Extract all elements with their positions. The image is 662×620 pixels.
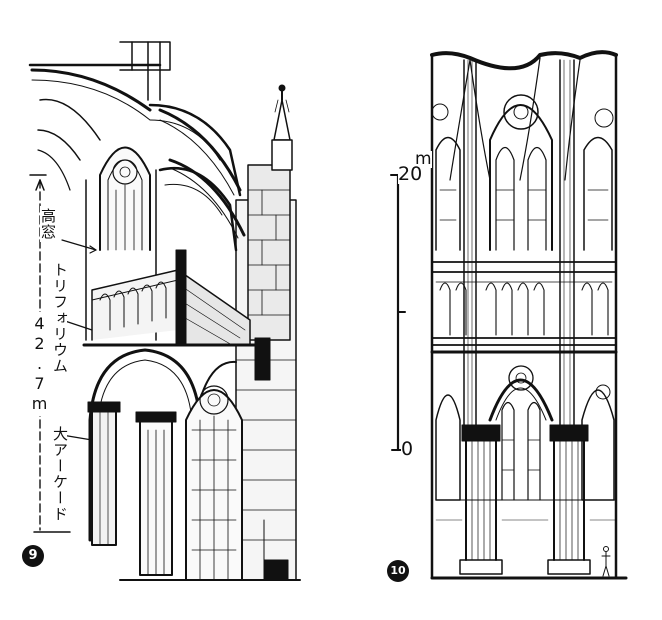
- figure-10-badge: 10: [387, 560, 409, 582]
- main-arcade: [87, 348, 237, 576]
- roof-gable: [28, 41, 171, 101]
- flying-buttresses: [158, 108, 246, 239]
- clerestory-window: [85, 146, 157, 341]
- triforium-label: トリフォリウム: [51, 260, 69, 376]
- triforium-gallery: [82, 249, 271, 381]
- elevation-vault: [430, 50, 618, 580]
- figure-9-badge: 9: [22, 545, 44, 567]
- elevation-piers: [435, 424, 617, 575]
- human-scale-figure: [601, 546, 611, 577]
- scale-bottom-value: 0: [401, 438, 414, 460]
- clerestory-label: 高窓: [39, 206, 57, 242]
- aisle-window: [185, 385, 243, 581]
- label-leaders: [61, 239, 97, 441]
- height-label: 42.7m: [30, 312, 49, 416]
- scale-unit: m: [415, 149, 432, 169]
- elevation-arcade: [430, 350, 618, 501]
- arcade-label: 大アーケード: [51, 424, 69, 524]
- pinnacle: [271, 84, 293, 171]
- scale-top-value: 20: [398, 163, 423, 185]
- perspective-cutaway-drawing: [28, 41, 301, 581]
- bay-elevation-drawing: [390, 50, 628, 580]
- elevation-triforium: [431, 261, 617, 346]
- elevation-shafts: [463, 59, 575, 441]
- scale-bar: [390, 173, 406, 452]
- elevation-clerestory: [431, 94, 614, 251]
